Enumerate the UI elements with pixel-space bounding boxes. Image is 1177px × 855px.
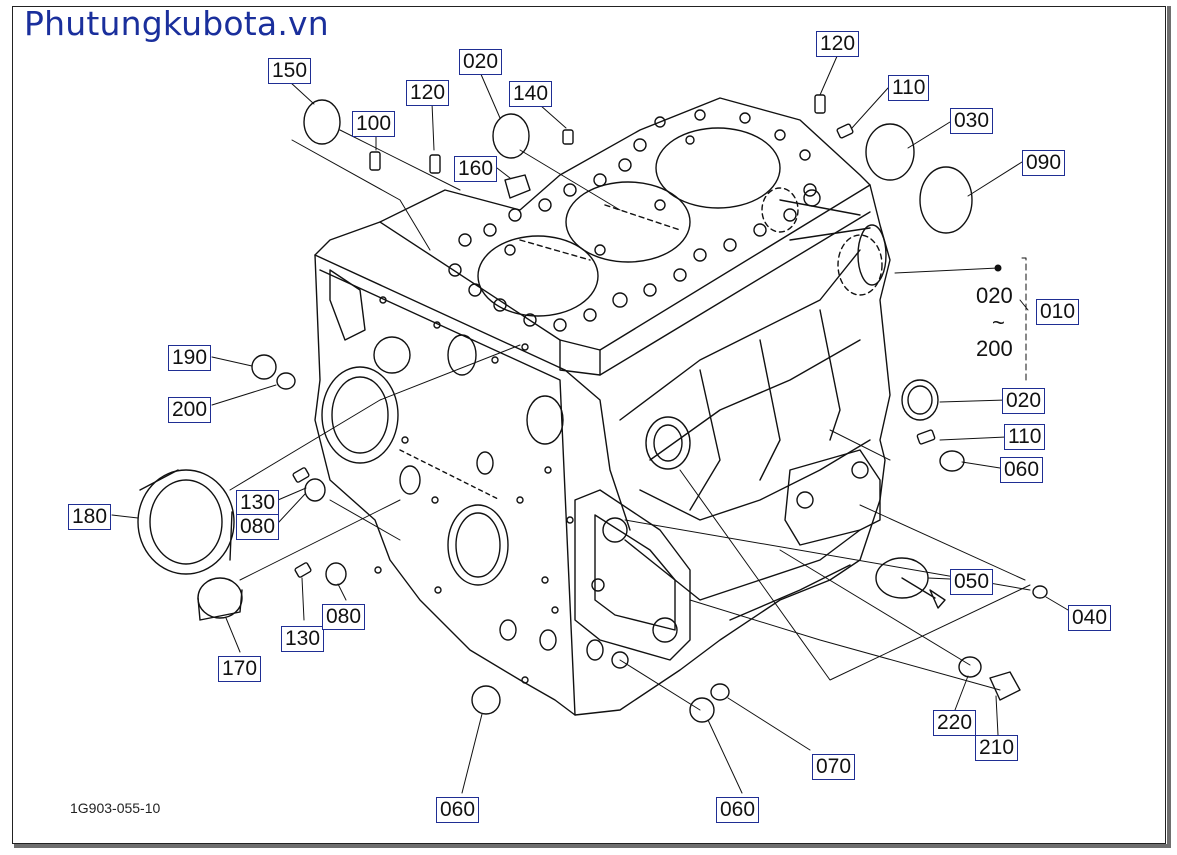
callout-120-right[interactable]: 120	[816, 31, 860, 57]
callout-040[interactable]: 040	[1068, 605, 1112, 631]
callout-170[interactable]: 170	[218, 656, 262, 682]
callout-180[interactable]: 180	[68, 504, 112, 530]
callout-120-left[interactable]: 120	[406, 80, 450, 106]
range-tilde: ~	[992, 310, 1005, 335]
callout-030[interactable]: 030	[950, 108, 994, 134]
callout-070[interactable]: 070	[812, 754, 856, 780]
watermark-logo-text: Phutungkubota.vn	[24, 4, 329, 43]
callout-160[interactable]: 160	[454, 156, 498, 182]
callout-140[interactable]: 140	[509, 81, 553, 107]
callout-150[interactable]: 150	[268, 58, 312, 84]
callout-050[interactable]: 050	[950, 569, 994, 595]
callout-100[interactable]: 100	[352, 111, 396, 137]
callout-060-right[interactable]: 060	[1000, 457, 1044, 483]
callout-060-bottom-right[interactable]: 060	[716, 797, 760, 823]
right-shadow	[1167, 6, 1171, 848]
page-border	[12, 6, 1166, 844]
leader-lines	[111, 53, 1069, 794]
callout-090[interactable]: 090	[1022, 150, 1066, 176]
callout-020-right[interactable]: 020	[1002, 388, 1046, 414]
drawing-code: 1G903-055-10	[70, 800, 161, 816]
callout-080-bottom[interactable]: 080	[322, 604, 366, 630]
bottom-shadow	[14, 844, 1171, 848]
callout-020-top[interactable]: 020	[459, 49, 503, 75]
callout-210[interactable]: 210	[975, 735, 1019, 761]
callout-220[interactable]: 220	[933, 710, 977, 736]
range-from: 020	[976, 283, 1013, 308]
loose-parts	[137, 94, 1048, 723]
callout-110-right[interactable]: 110	[1004, 424, 1046, 450]
callout-060-bottom-left[interactable]: 060	[436, 797, 480, 823]
callout-130-bottom[interactable]: 130	[281, 626, 325, 652]
callout-200[interactable]: 200	[168, 397, 212, 423]
callout-130-top[interactable]: 130	[236, 490, 280, 516]
cylinder-block	[314, 97, 891, 716]
callout-190[interactable]: 190	[168, 345, 212, 371]
range-to: 200	[976, 336, 1013, 361]
callout-080-top[interactable]: 080	[236, 514, 280, 540]
callout-110-top[interactable]: 110	[888, 75, 930, 101]
callout-010[interactable]: 010	[1036, 299, 1080, 325]
